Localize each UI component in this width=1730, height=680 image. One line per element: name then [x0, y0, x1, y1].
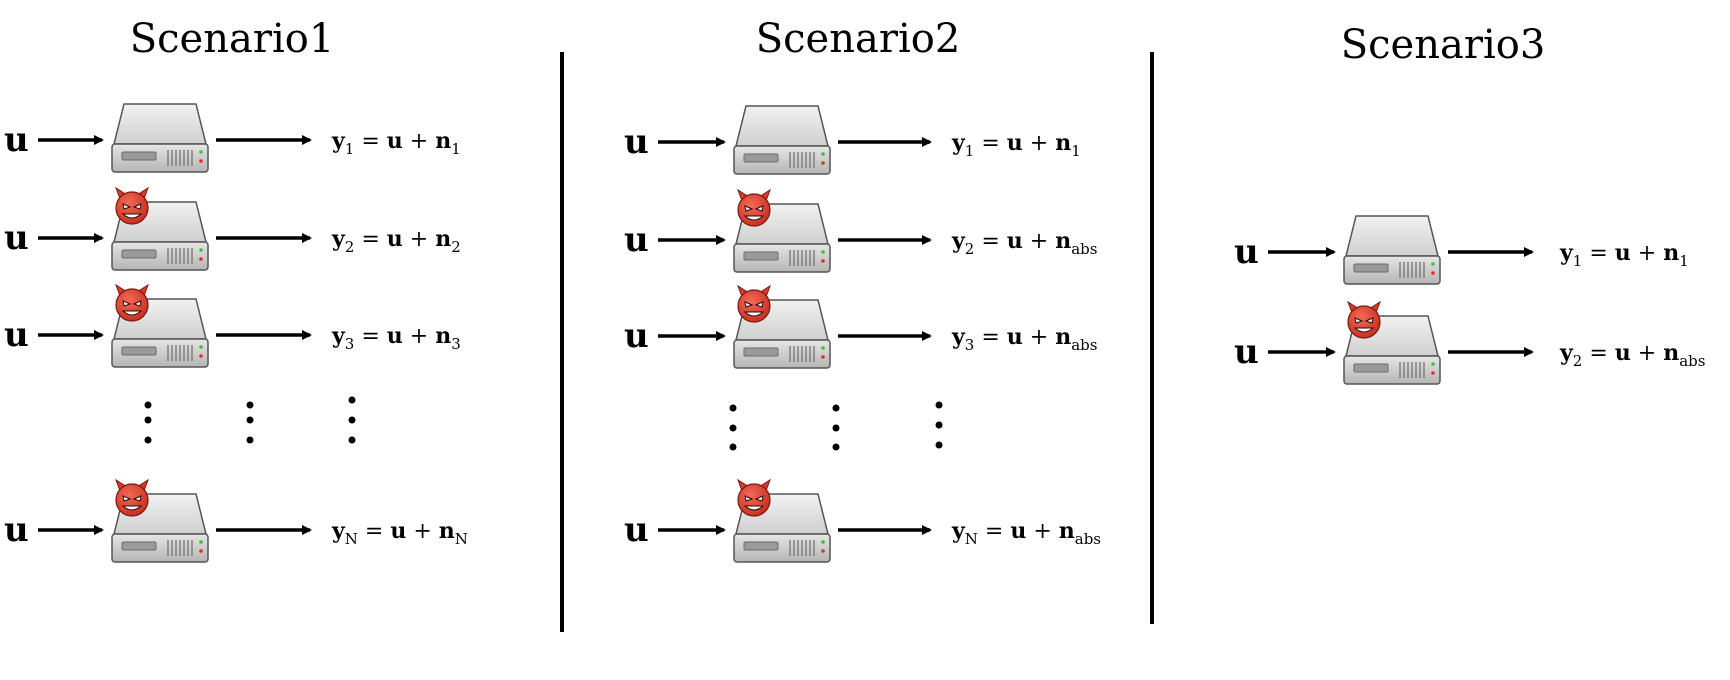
output-equation: y2 = u + n2: [331, 226, 461, 256]
devil-icon: [115, 478, 149, 517]
diagram-row: u y1 = u + n1: [4, 103, 461, 173]
vertical-ellipsis: [348, 396, 356, 444]
devil-icon: [115, 283, 149, 322]
server-icon: [111, 103, 209, 173]
diagram-row: u yN = u + nN: [4, 478, 468, 563]
input-label: u: [624, 220, 649, 260]
diagram-row: u y2 = u + nabs: [1234, 300, 1705, 385]
vertical-ellipsis: [729, 404, 737, 451]
output-equation: y2 = u + nabs: [951, 228, 1097, 258]
input-label: u: [624, 122, 649, 162]
output-equation: y1 = u + n1: [1559, 240, 1689, 270]
input-label: u: [4, 510, 29, 550]
input-label: u: [4, 315, 29, 355]
input-label: u: [624, 316, 649, 356]
output-equation: y2 = u + nabs: [1559, 340, 1705, 370]
ellipsis-scenario1: [144, 396, 356, 444]
server-icon: [1343, 215, 1441, 285]
scenario-3-rows: u y1 = u + n1 u y2 = u + nabs: [1234, 215, 1705, 385]
vertical-ellipsis: [935, 401, 943, 449]
diagram-row: u y3 = u + n3: [4, 283, 461, 368]
scenario3-title: Scenario3: [1341, 22, 1546, 68]
vertical-ellipsis: [144, 401, 152, 444]
server-icon: [733, 105, 831, 175]
diagram-row: u y2 = u + n2: [4, 186, 461, 271]
scenario2-title: Scenario2: [756, 16, 961, 62]
devil-icon: [737, 284, 771, 323]
diagram-row: u y3 = u + nabs: [624, 284, 1097, 369]
diagram-row: u y2 = u + nabs: [624, 188, 1097, 273]
diagram-row: u y1 = u + n1: [1234, 215, 1689, 285]
vertical-ellipsis: [832, 404, 840, 451]
vertical-ellipsis: [246, 401, 254, 444]
devil-icon: [115, 186, 149, 225]
devil-icon: [1347, 300, 1381, 339]
input-label: u: [1234, 232, 1259, 272]
output-equation: yN = u + nN: [331, 518, 468, 548]
output-equation: y3 = u + nabs: [951, 324, 1097, 354]
scenario1-title: Scenario1: [130, 16, 335, 62]
server-icon: [733, 299, 831, 369]
output-equation: y3 = u + n3: [331, 323, 461, 353]
input-label: u: [4, 120, 29, 160]
input-label: u: [1234, 332, 1259, 372]
input-label: u: [4, 218, 29, 258]
diagram-row: u yN = u + nabs: [624, 478, 1101, 563]
output-equation: y1 = u + n1: [951, 130, 1081, 160]
devil-icon: [737, 478, 771, 517]
output-equation: yN = u + nabs: [951, 518, 1101, 548]
diagram-row: u y1 = u + n1: [624, 105, 1081, 175]
scenario-1-rows: u y1 = u + n1 u y2 = u + n2 u y3 = u + n3 u yN …: [4, 103, 468, 563]
diagram-rows: u y1 = u + n1 u y2 = u + n2 u y3 = u + n3 u yN …: [4, 103, 1705, 563]
output-equation: y1 = u + n1: [331, 128, 461, 158]
input-label: u: [624, 510, 649, 550]
devil-icon: [737, 188, 771, 227]
ellipsis-scenario2: [729, 401, 943, 451]
scenario-2-rows: u y1 = u + n1 u y2 = u + nabs u y3 = u + nabs…: [624, 105, 1101, 563]
